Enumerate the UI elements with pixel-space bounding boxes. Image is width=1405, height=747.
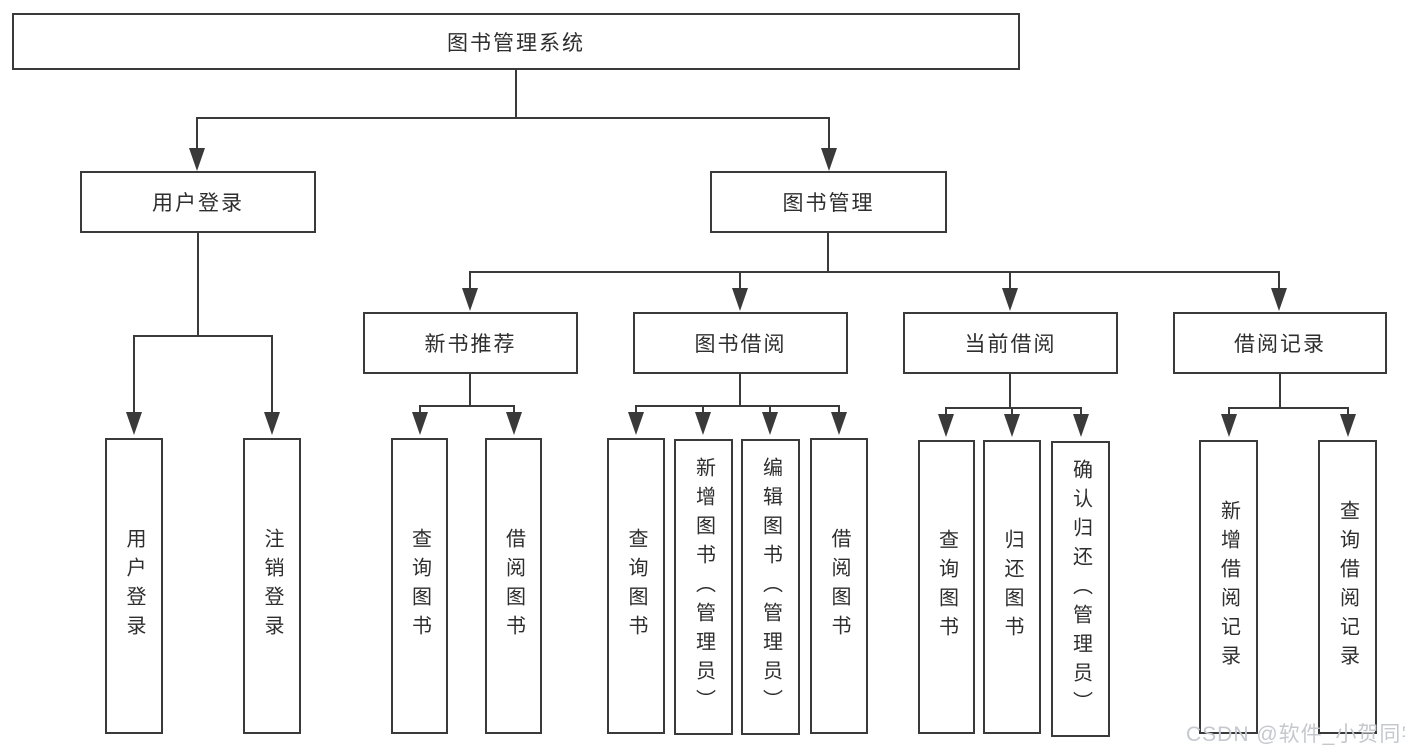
connector-vline [1009,271,1011,291]
connector-vline [827,233,829,273]
connector-hline [469,271,1280,273]
arrowhead-down-icon [462,288,478,311]
leaf-recommend-borrow-book: 借阅图书 [485,438,542,734]
connector-vline [739,271,741,291]
arrowhead-down-icon [1004,414,1020,437]
connector-vline [419,405,421,415]
connector-hline [945,407,1082,409]
connector-vline [635,405,637,415]
leaf-borrow-add-book-admin: 新增图书（管理员） [674,439,733,735]
leaf-label: 确认归还（管理员） [1069,458,1092,720]
connector-vline [1347,407,1349,416]
connector-vline [702,405,704,415]
connector-vline [271,335,273,413]
leaf-label: 查询借阅记录 [1336,500,1359,674]
connector-vline [469,271,471,291]
leaf-label: 查询图书 [935,529,958,645]
connector-vline [196,117,198,151]
watermark: CSDN @软件_小贺同学 [1186,723,1405,746]
leaf-label: 新增图书（管理员） [692,456,715,718]
connector-hline [419,405,515,407]
leaf-label: 用户登录 [123,528,145,644]
arrowhead-down-icon [695,412,711,435]
leaf-label: 查询图书 [408,528,431,644]
leaf-record-add-record: 新增借阅记录 [1199,440,1258,734]
leaf-user-login: 用户登录 [105,438,163,734]
connector-vline [1228,407,1230,416]
connector-hline [133,335,273,337]
leaf-label: 新增借阅记录 [1217,500,1240,674]
connector-vline [197,233,199,337]
connector-hline [1228,407,1348,409]
leaf-label: 注销登录 [261,528,283,644]
connector-hline [196,117,830,119]
node-label: 图书管理 [782,192,875,215]
node-new-book-recommend: 新书推荐 [363,312,578,374]
leaf-label: 编辑图书（管理员） [759,456,782,718]
arrowhead-down-icon [1271,288,1287,311]
leaf-recommend-query-book: 查询图书 [391,438,448,734]
connector-vline [945,407,947,416]
arrowhead-down-icon [762,412,778,435]
connector-vline [1279,374,1281,409]
node-label: 当前借阅 [964,333,1057,356]
node-current-borrow: 当前借阅 [903,312,1118,374]
node-borrow-record: 借阅记录 [1173,312,1387,374]
leaf-borrow-query-book: 查询图书 [607,438,665,734]
leaf-label: 查询图书 [625,528,647,644]
leaf-label: 借阅图书 [502,528,525,644]
arrowhead-down-icon [628,412,644,435]
arrowhead-down-icon [1002,288,1018,311]
leaf-label: 借阅图书 [828,528,850,644]
connector-vline [739,374,741,407]
node-label: 借阅记录 [1234,333,1326,356]
node-book-borrow: 图书借阅 [633,312,848,374]
leaf-borrow-edit-book-admin: 编辑图书（管理员） [741,439,800,735]
connector-vline [838,405,840,415]
leaf-current-query-book: 查询图书 [918,440,975,734]
arrowhead-down-icon [1073,414,1089,437]
connector-vline [769,405,771,415]
node-label: 用户登录 [152,192,244,215]
arrowhead-down-icon [732,288,748,311]
connector-vline [1011,407,1013,416]
leaf-record-query-record: 查询借阅记录 [1318,440,1377,734]
arrowhead-down-icon [831,412,847,435]
leaf-borrow-borrow-book: 借阅图书 [810,438,868,734]
connector-vline [1009,374,1011,409]
connector-hline [635,405,839,407]
leaf-label: 归还图书 [1001,529,1023,645]
leaf-current-confirm-return-admin: 确认归还（管理员） [1051,441,1110,737]
node-book-management: 图书管理 [710,171,947,233]
node-label: 新书推荐 [424,333,517,356]
connector-vline [1080,407,1082,416]
arrowhead-down-icon [1340,414,1356,437]
connector-vline [1278,271,1280,291]
node-label: 图书管理系统 [447,31,585,55]
leaf-current-return-book: 归还图书 [983,440,1041,734]
arrowhead-down-icon [506,412,522,435]
arrowhead-down-icon [821,148,837,171]
node-library-management-system: 图书管理系统 [12,13,1020,70]
node-user-login: 用户登录 [80,171,316,233]
arrowhead-down-icon [189,148,205,171]
leaf-logout: 注销登录 [243,438,301,734]
arrowhead-down-icon [126,412,142,435]
connector-vline [828,117,830,151]
connector-vline [513,405,515,415]
arrowhead-down-icon [264,412,280,435]
connector-vline [133,335,135,413]
arrowhead-down-icon [1221,414,1237,437]
arrowhead-down-icon [412,412,428,435]
node-label: 图书借阅 [694,333,787,356]
connector-vline [515,69,517,118]
arrowhead-down-icon [938,414,954,437]
connector-vline [469,374,471,407]
